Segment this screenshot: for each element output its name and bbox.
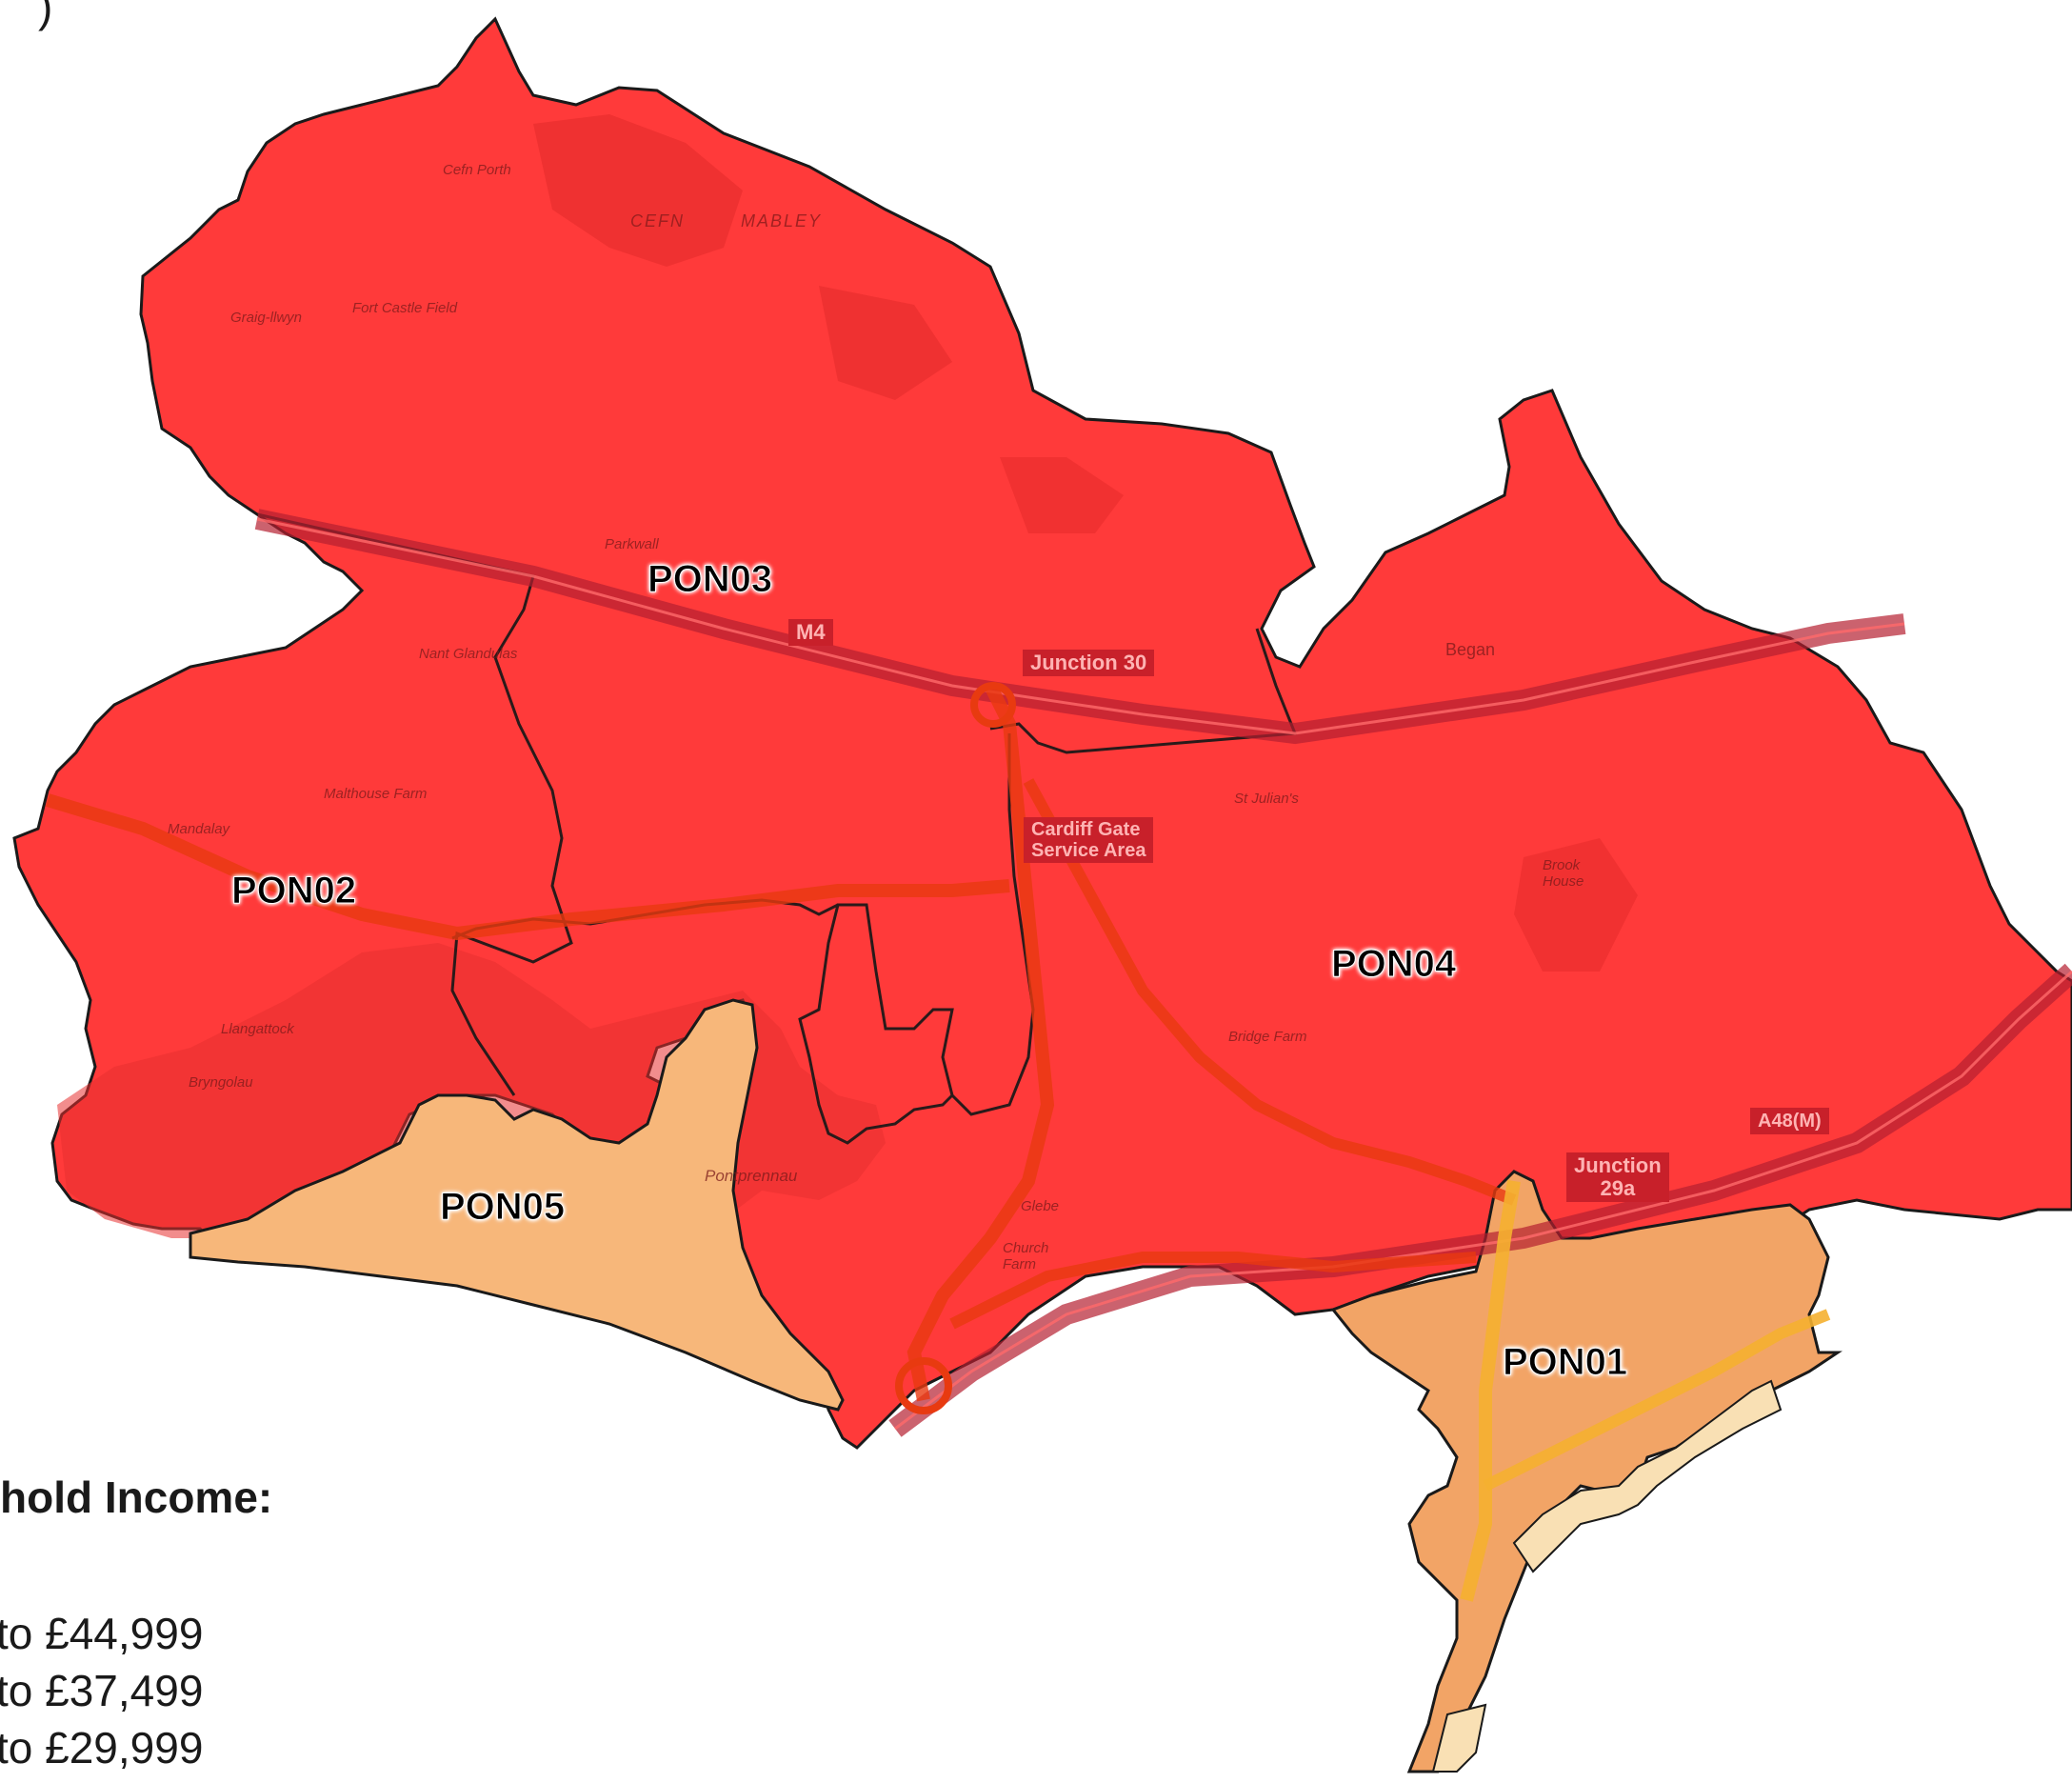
ward-label-pon05[interactable]: PON05 [439, 1186, 566, 1229]
legend-title: hold Income: [0, 1472, 273, 1522]
ward-label-pon04[interactable]: PON04 [1330, 943, 1457, 986]
m4-label: M4 [788, 619, 833, 646]
place-fort-castle-field: Fort Castle Field [352, 300, 458, 316]
woodland-3 [1514, 838, 1638, 972]
south-roundabout [895, 1357, 952, 1414]
junction29a-line1: Junction [1574, 1153, 1662, 1177]
pentwyn-link-road [906, 682, 1055, 1402]
legend-item-1: to £44,999 [0, 1609, 204, 1658]
place-malthouse-farm: Malthouse Farm [324, 786, 428, 802]
place-began: Began [1445, 640, 1496, 659]
place-mabley: MABLEY [741, 211, 823, 230]
b4562-road [45, 793, 1010, 941]
woodland-4 [1000, 457, 1124, 533]
place-bryngolau: Bryngolau [189, 1074, 253, 1091]
place-mandalay: Mandalay [168, 821, 230, 837]
place-graig-llwyn: Graig-llwyn [230, 310, 303, 326]
junction30-label: Junction 30 [1023, 650, 1155, 676]
place-st-julians: St Julian's [1234, 791, 1299, 807]
place-cefn: CEFN [630, 211, 685, 230]
a48m-label: A48(M) [1750, 1108, 1829, 1134]
boundary-pon03-pon04 [989, 628, 1298, 754]
top-clipped-text: ) [38, 0, 53, 31]
legend-item-2: to £37,499 [0, 1666, 204, 1715]
place-brook-house: Brook House [1543, 857, 1584, 890]
place-glebe: Glebe [1021, 1198, 1060, 1214]
place-church-farm: Church Farm [1003, 1240, 1049, 1272]
east-road [1483, 1309, 1831, 1492]
boundary-pon02-pon03 [256, 512, 573, 1096]
cardiff-gate-label: Cardiff Gate Service Area [1024, 817, 1154, 863]
place-bridge-farm: Bridge Farm [1228, 1029, 1307, 1045]
boundary-central [798, 733, 1035, 1145]
junction30-roundabout [970, 682, 1016, 728]
ward-label-pon02[interactable]: PON02 [230, 870, 357, 912]
bridge-road [1023, 778, 1517, 1206]
place-parkwall: Parkwall [605, 536, 659, 552]
cardiff-gate-line2: Service Area [1031, 840, 1146, 861]
legend-item-3: to £29,999 [0, 1723, 204, 1773]
woodland-1 [533, 114, 743, 267]
place-cefn-porth: Cefn Porth [443, 162, 511, 178]
ward-label-pon01[interactable]: PON01 [1502, 1341, 1628, 1384]
area-pon05-fill[interactable] [189, 998, 845, 1412]
woodland-2 [819, 286, 952, 400]
place-llangattock: Llangattock [221, 1021, 294, 1037]
m4-motorway-inner [256, 517, 1905, 735]
junction29a-line2: 29a [1600, 1176, 1636, 1200]
place-pontprennau: Pontprennau [705, 1167, 798, 1185]
place-nant-glandulas: Nant Glandulas [419, 646, 518, 662]
cardiff-gate-line1: Cardiff Gate [1031, 819, 1141, 840]
area-lightest-fill-2 [1431, 1703, 1487, 1773]
junction29a-label: Junction 29a [1566, 1152, 1669, 1202]
a48m-motorway-inner [894, 970, 2072, 1431]
church-road [949, 1252, 1477, 1330]
ward-label-pon03[interactable]: PON03 [647, 558, 773, 601]
winch-road [1460, 1179, 1521, 1602]
area-lightest-fill [1512, 1379, 1783, 1573]
